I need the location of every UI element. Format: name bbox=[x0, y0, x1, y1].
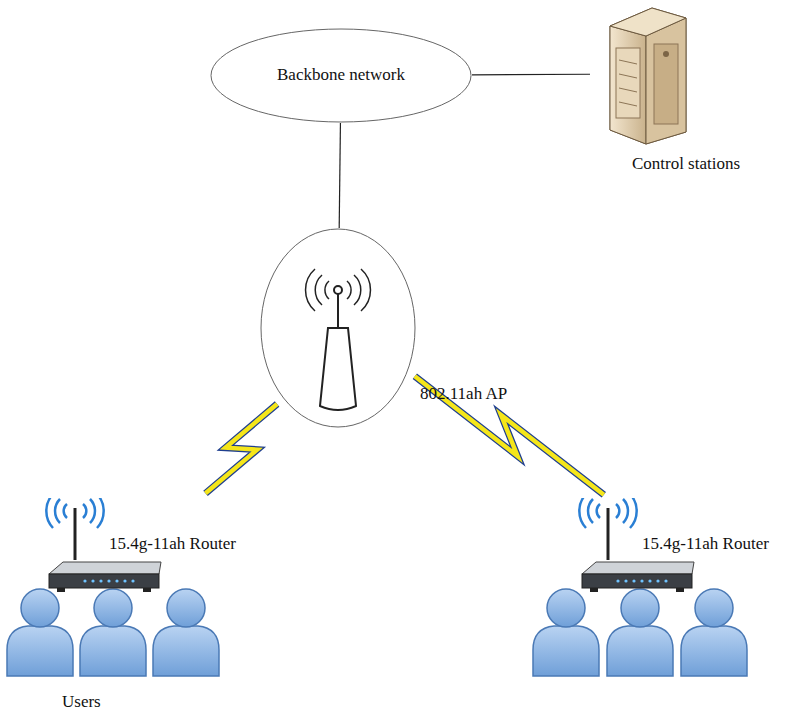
node-label: Control stations bbox=[632, 154, 740, 174]
router-node: 15.4g-11ah Router bbox=[45, 498, 280, 596]
network-ellipse: Backbone network bbox=[210, 28, 472, 123]
router-node: 15.4g-11ah Router bbox=[578, 498, 796, 596]
server-icon bbox=[590, 4, 700, 146]
connector bbox=[415, 376, 604, 495]
group-label: Users bbox=[62, 692, 101, 712]
connector bbox=[206, 404, 278, 493]
connector bbox=[472, 74, 590, 76]
ap-icon bbox=[260, 228, 420, 430]
access-point: 802.11ah AP bbox=[260, 228, 510, 428]
connector bbox=[339, 123, 340, 228]
node-label: 802.11ah AP bbox=[420, 384, 507, 404]
control-station: Control stations bbox=[590, 4, 770, 184]
node-label: Backbone network bbox=[277, 65, 405, 85]
node-label: 15.4g-11ah Router bbox=[642, 534, 769, 554]
node-label: 15.4g-11ah Router bbox=[109, 534, 236, 554]
